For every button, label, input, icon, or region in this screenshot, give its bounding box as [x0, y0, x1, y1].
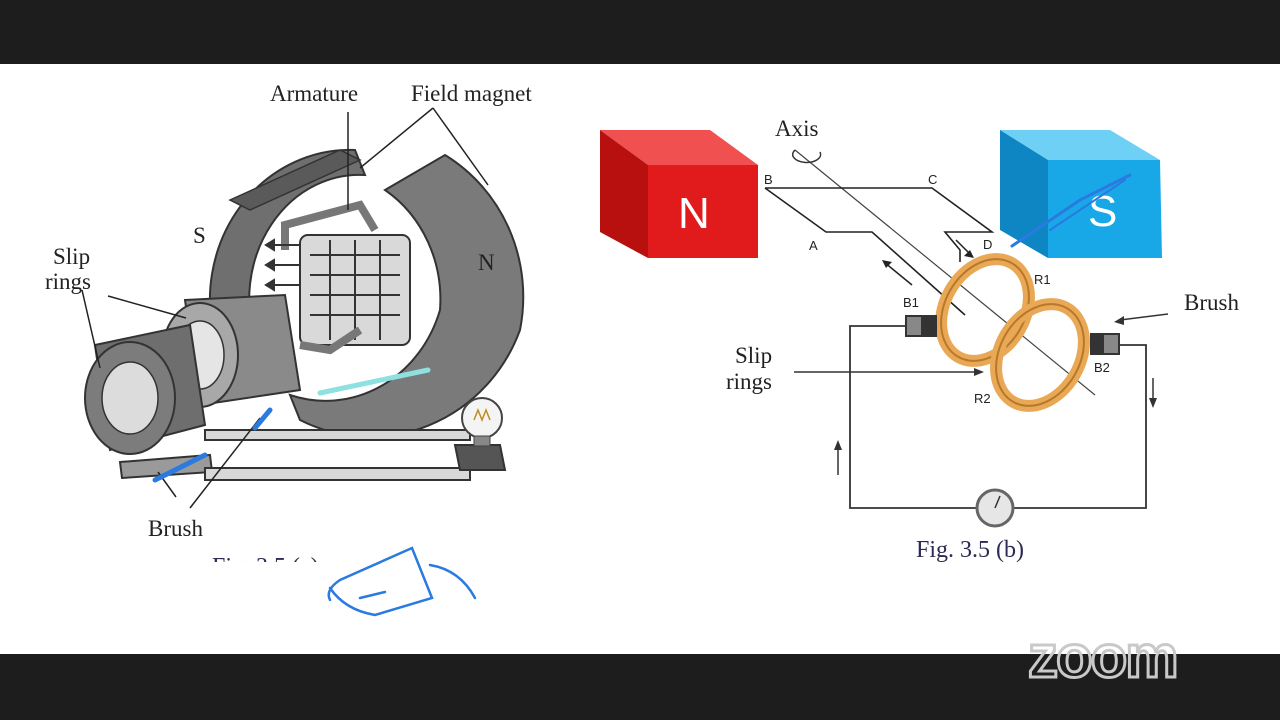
label-rings-b: rings — [726, 369, 772, 394]
label-slip-b: Slip — [735, 343, 772, 368]
figure-b-ac-generator: N S — [600, 116, 1239, 563]
armature-coil — [281, 200, 411, 355]
label-coil-b: B — [764, 172, 773, 187]
brush-circuit-a — [118, 429, 507, 481]
caption-crop-mask — [200, 562, 380, 582]
label-b1: B1 — [903, 295, 919, 310]
rotation-axis — [794, 149, 1096, 396]
bottom-letterbox-bar — [0, 654, 1280, 720]
label-s-pole-a: S — [193, 223, 206, 248]
label-axis: Axis — [775, 116, 819, 141]
label-coil-d: D — [983, 237, 992, 252]
coil-top — [765, 187, 995, 262]
label-r2: R2 — [974, 391, 991, 406]
slip-rings-a — [84, 293, 302, 455]
caption-fig-b: Fig. 3.5 (b) — [916, 537, 1024, 563]
label-brush-a: Brush — [148, 516, 203, 541]
label-brush-b: Brush — [1184, 290, 1239, 315]
label-field-magnet: Field magnet — [411, 81, 532, 106]
leader-lines-a — [81, 107, 489, 509]
top-letterbox-bar — [0, 0, 1280, 64]
field-lines-arrows — [264, 238, 300, 292]
label-n-pole-a: N — [478, 250, 495, 275]
label-r1: R1 — [1034, 272, 1051, 287]
circuit-right — [1012, 344, 1147, 509]
hand-annotations — [152, 173, 1132, 617]
magnet-north-block: N — [600, 130, 758, 258]
label-coil-c: C — [928, 172, 937, 187]
figure-a-ac-generator: Armature Field magnet S N Slip rings Bru… — [20, 70, 580, 582]
label-armature: Armature — [270, 81, 358, 106]
galvanometer-icon — [975, 488, 1015, 528]
magnet-n-letter: N — [678, 189, 710, 238]
circuit-left — [849, 325, 980, 509]
coil-bottom — [764, 187, 966, 316]
slip-rings-b — [935, 253, 1090, 412]
label-rings-a: rings — [45, 269, 91, 294]
label-slip-a: Slip — [53, 244, 90, 269]
zoom-watermark: zoom — [1027, 622, 1181, 692]
diagram-canvas: Armature Field magnet S N Slip rings Bru… — [20, 70, 1239, 617]
axis-rotation-arrow — [791, 149, 822, 164]
bulb-icon — [461, 397, 503, 447]
label-coil-a: A — [809, 238, 818, 253]
shared-screen-content: Armature Field magnet S N Slip rings Bru… — [0, 64, 1280, 654]
label-b2: B2 — [1094, 360, 1110, 375]
